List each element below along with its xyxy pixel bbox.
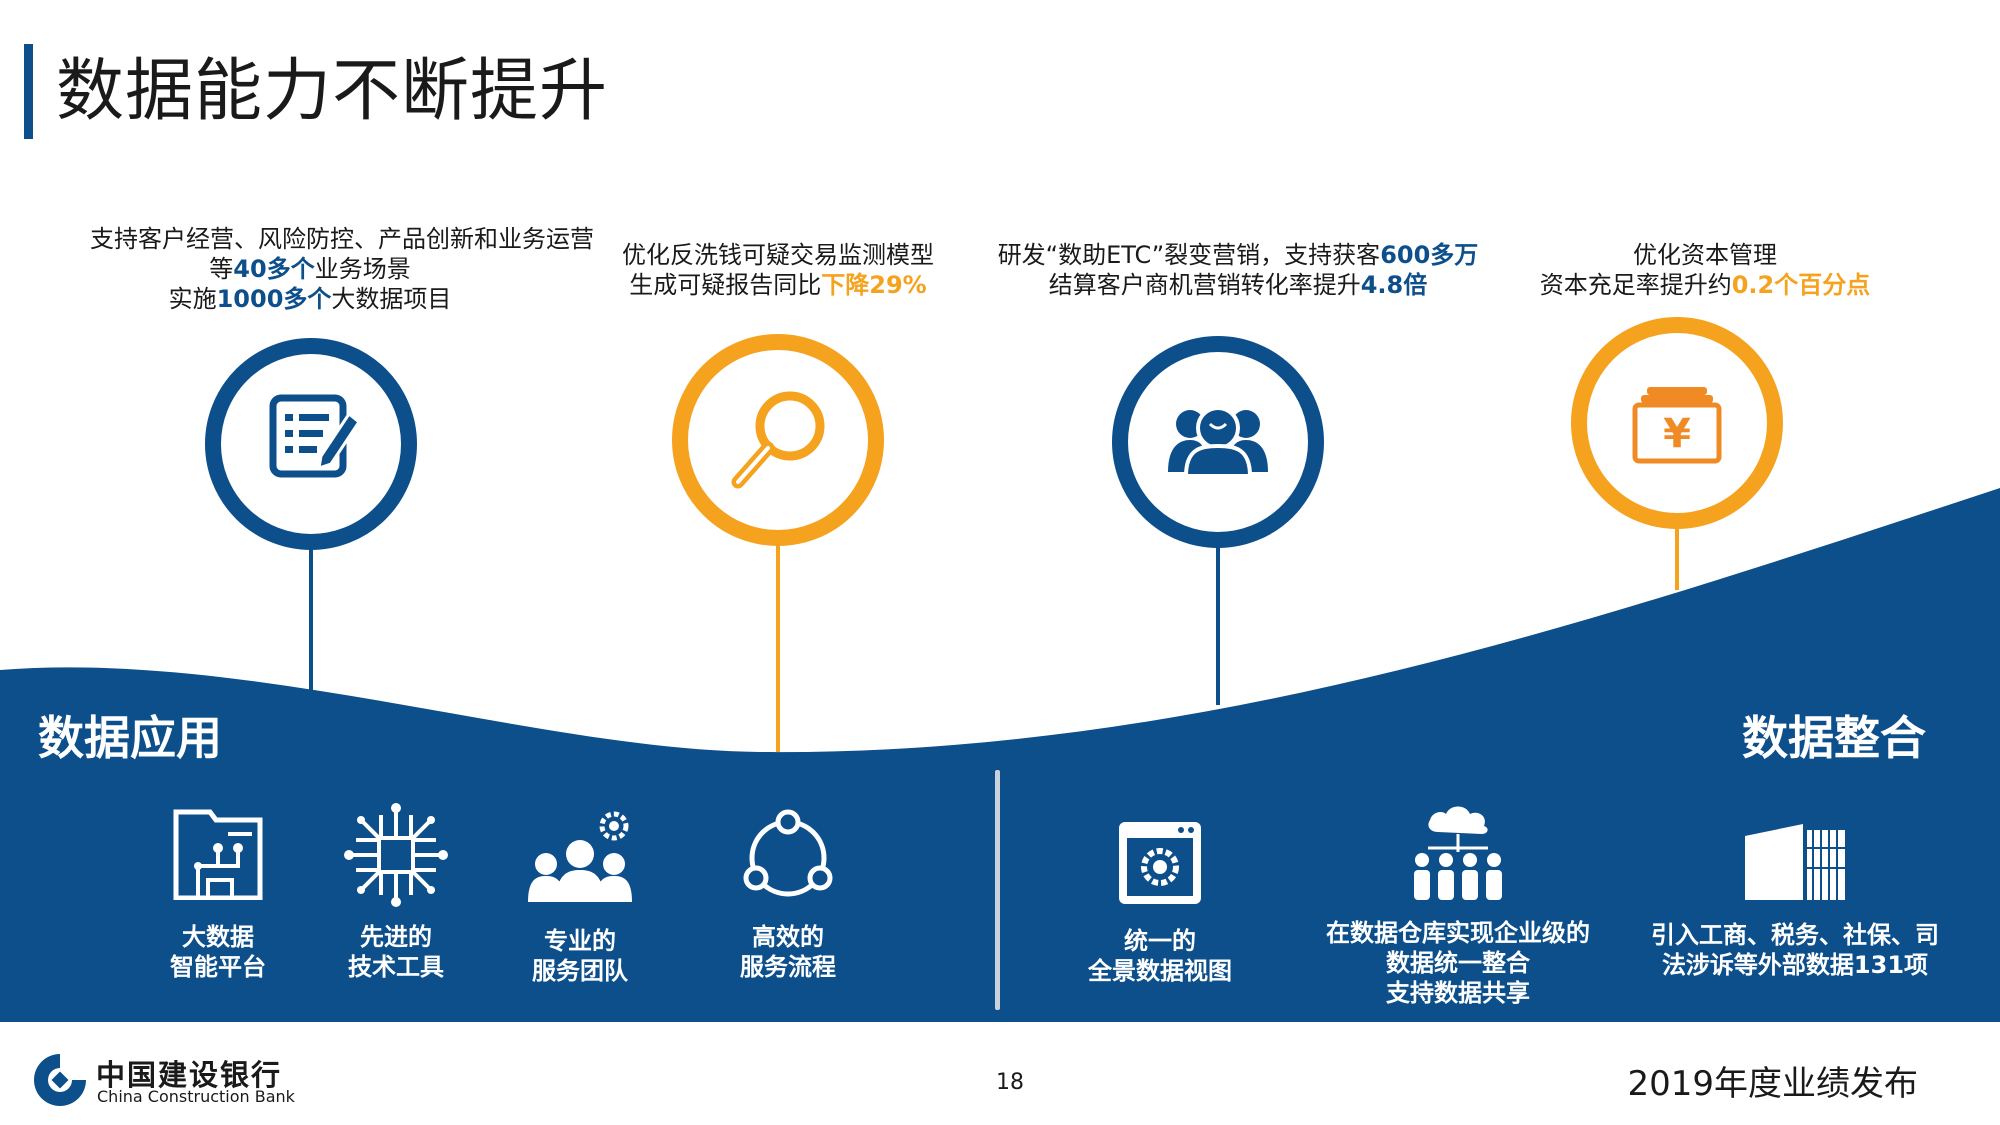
feature-label: 引入工商、税务、社保、司 法涉诉等外部数据131项	[1651, 921, 1939, 979]
cloud-share-icon	[1414, 806, 1502, 900]
caption-1: 支持客户经营、风险防控、产品创新和业务运营 等40多个业务场景 实施1000多个…	[90, 224, 594, 314]
section-divider	[995, 770, 1000, 1010]
section-data-application: 数据应用	[38, 711, 222, 765]
process-cycle-icon	[743, 809, 833, 897]
section-data-integration: 数据整合	[1742, 711, 1926, 765]
caption-1-line3-pre: 实施	[168, 285, 217, 313]
title-accent-bar	[24, 44, 33, 139]
feature-label: 先进的 技术工具	[348, 923, 444, 981]
customer-group-icon	[1168, 406, 1268, 478]
caption-2-line2-pre: 生成可疑报告同比	[629, 271, 822, 299]
caption-4: 优化资本管理 资本充足率提升约0.2个百分点	[1500, 240, 1910, 300]
feature-external-data: 引入工商、税务、社保、司 法涉诉等外部数据131项	[1630, 822, 1960, 980]
yen-box-icon: ¥	[1632, 387, 1722, 464]
feature-label: 统一的 全景数据视图	[1088, 927, 1232, 985]
server-rack-icon	[1745, 824, 1845, 900]
settings-window-icon	[1119, 822, 1201, 904]
achievement-ring-2	[672, 334, 884, 546]
caption-3-line2-pre: 结算客户商机营销转化率提升	[1048, 271, 1361, 299]
caption-1-line3-highlight: 1000多个	[216, 285, 332, 313]
caption-1-line2-pre: 等	[209, 255, 234, 283]
achievement-ring-1	[205, 338, 417, 550]
ccb-logo-icon	[34, 1054, 86, 1106]
report-title: 2019年度业绩发布	[1627, 1064, 1918, 1104]
checklist-edit-icon	[269, 394, 362, 478]
caption-2-line1: 优化反洗钱可疑交易监测模型	[622, 241, 934, 269]
feature-panorama-view: 统一的 全景数据视图	[1040, 818, 1280, 986]
caption-4-line2-pre: 资本充足率提升约	[1539, 271, 1732, 299]
feature-tech-tools: 先进的 技术工具	[276, 803, 516, 982]
feature-efficient-process: 高效的 服务流程	[668, 808, 908, 982]
feature-label: 高效的 服务流程	[740, 923, 836, 981]
caption-2-line2-highlight: 下降29%	[821, 271, 927, 299]
caption-1-line3-post: 大数据项目	[331, 285, 452, 313]
smart-platform-icon	[173, 809, 263, 900]
caption-2: 优化反洗钱可疑交易监测模型 生成可疑报告同比下降29%	[578, 240, 978, 300]
achievement-ring-4	[1571, 317, 1783, 529]
feature-label: 大数据 智能平台	[170, 923, 266, 981]
caption-1-line2-post: 业务场景	[314, 255, 411, 283]
tech-network-icon	[344, 803, 448, 907]
feature-label: 专业的 服务团队	[532, 927, 628, 985]
bank-name-en: China Construction Bank	[97, 1087, 295, 1106]
caption-4-line1: 优化资本管理	[1633, 241, 1777, 269]
caption-3-line2-highlight: 4.8倍	[1360, 271, 1428, 299]
feature-service-team: 专业的 服务团队	[460, 808, 700, 986]
feature-smart-platform: 大数据 智能平台	[98, 808, 338, 982]
page-number: 18	[996, 1070, 1024, 1095]
magnifier-icon	[731, 391, 825, 489]
caption-3-line1-pre: 研发“数助ETC”裂变营销，支持获客	[997, 241, 1381, 269]
caption-3: 研发“数助ETC”裂变营销，支持获客600多万 结算客户商机营销转化率提升4.8…	[968, 240, 1508, 300]
caption-3-line1-highlight: 600多万	[1380, 241, 1479, 269]
caption-4-line2-highlight: 0.2个百分点	[1731, 271, 1871, 299]
caption-1-line1: 支持客户经营、风险防控、产品创新和业务运营	[90, 225, 594, 253]
team-gear-icon	[528, 811, 632, 902]
feature-warehouse-integration: 在数据仓库实现企业级的 数据统一整合 支持数据共享	[1308, 802, 1608, 1008]
caption-1-line2-highlight: 40多个	[233, 255, 315, 283]
svg-text:¥: ¥	[1663, 411, 1691, 457]
feature-label: 在数据仓库实现企业级的 数据统一整合 支持数据共享	[1326, 919, 1590, 1007]
bank-name-cn: 中国建设银行	[96, 1058, 283, 1092]
page-title: 数据能力不断提升	[56, 52, 609, 131]
